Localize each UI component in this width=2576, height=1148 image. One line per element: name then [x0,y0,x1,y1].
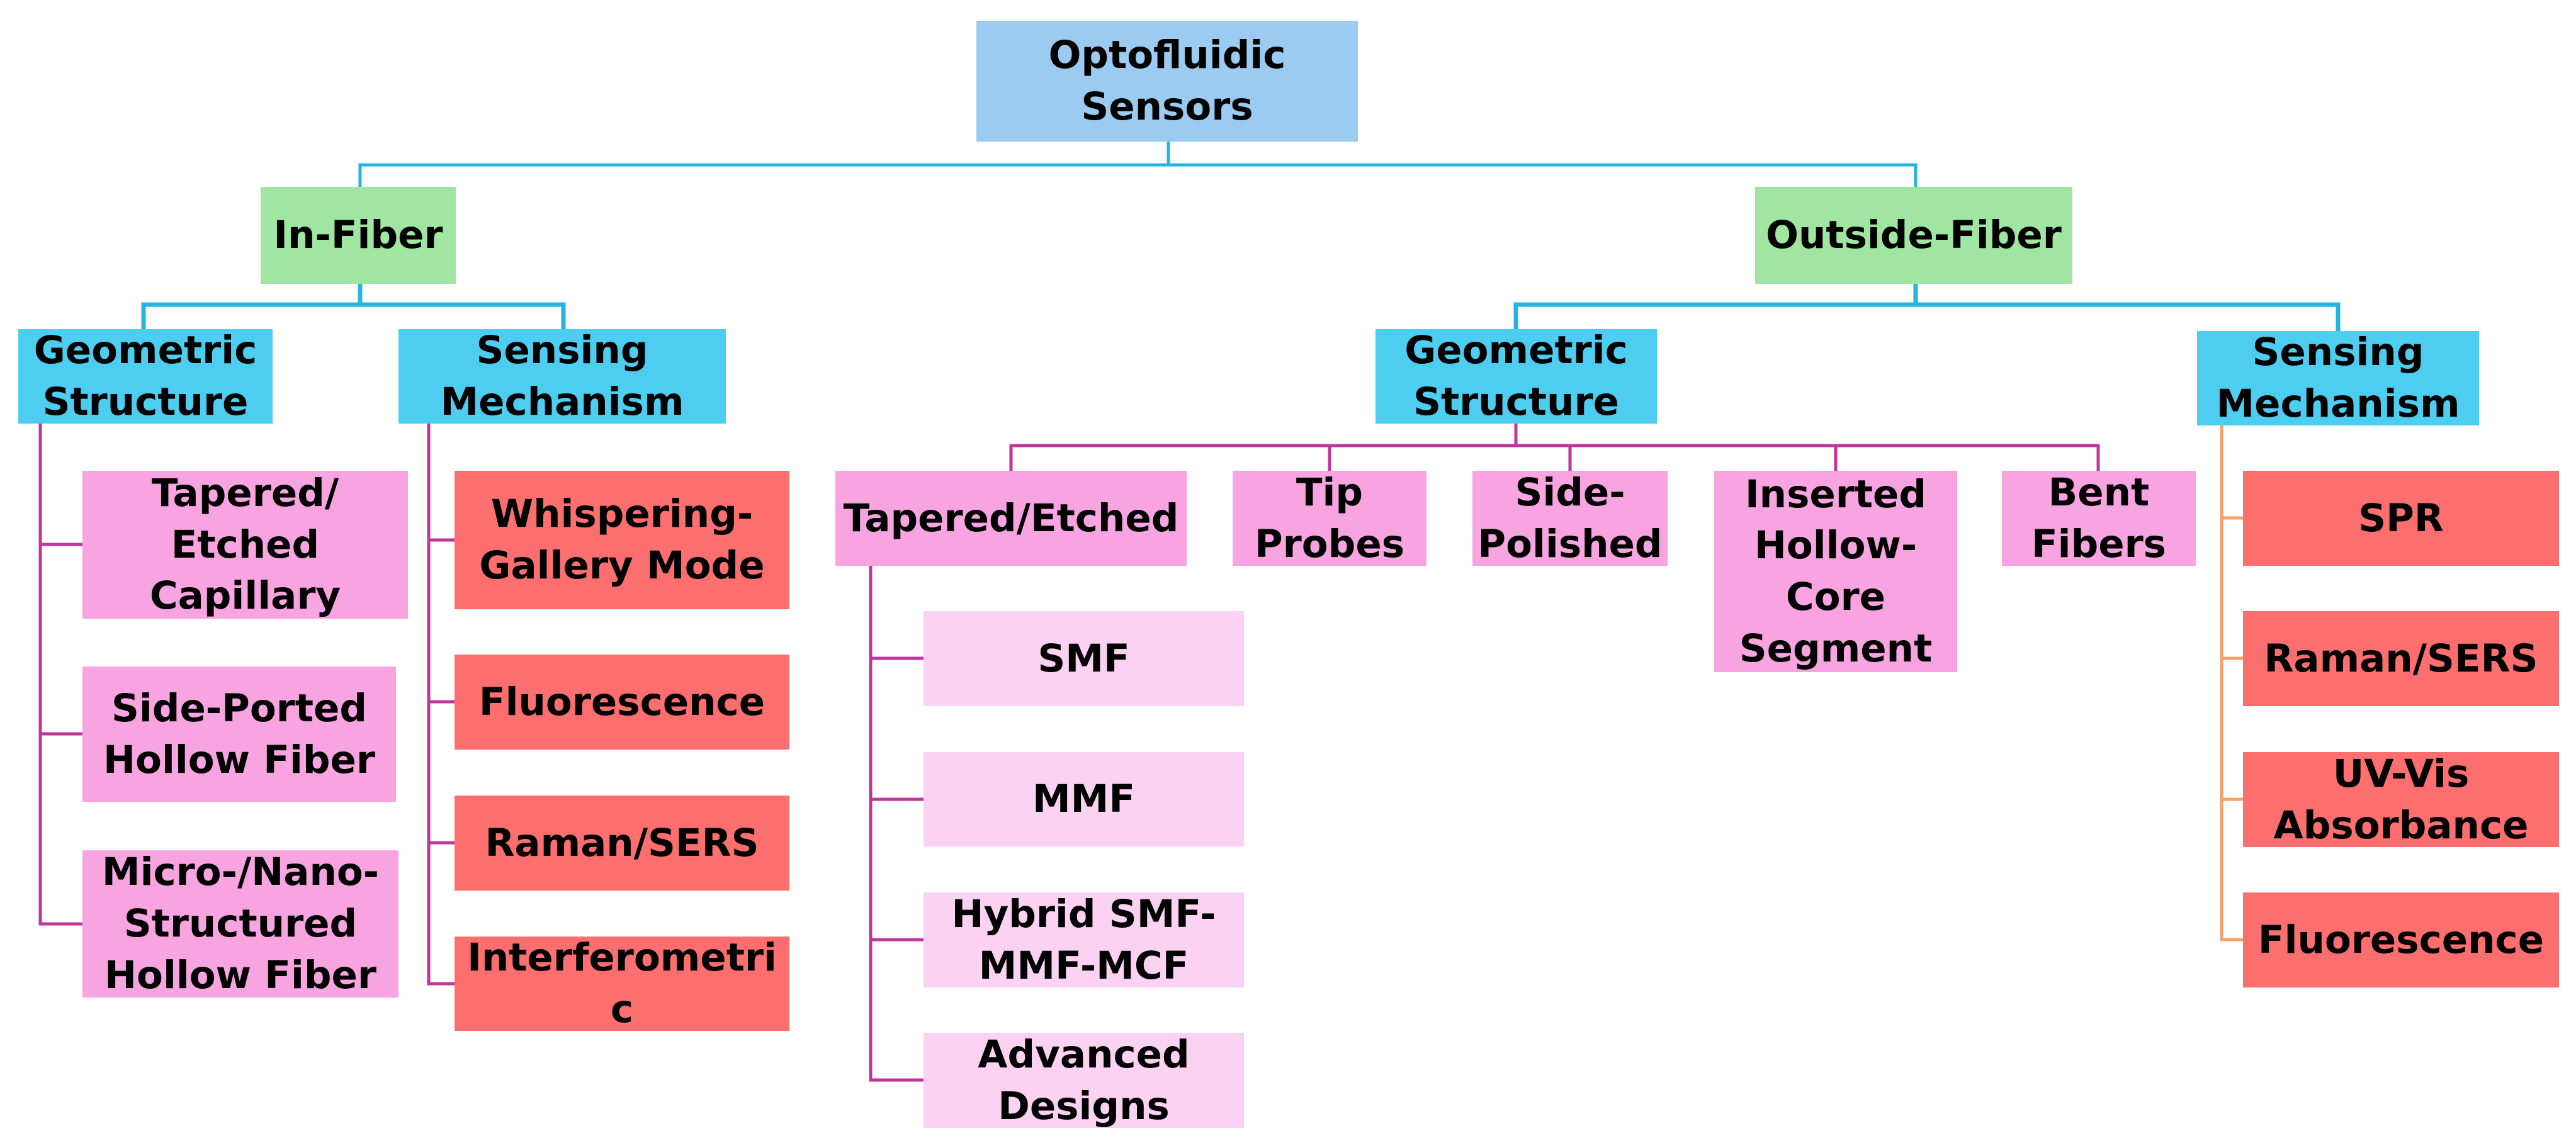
node-side-polished: Side- Polished [1472,470,1668,566]
node-outside-fiber: Outside-Fiber [1755,187,2072,284]
node-tapered-etched: Tapered/Etched [835,471,1187,566]
node-tip-probes: Tip Probes [1233,470,1426,566]
node-in-fiber-sensing-mechanism: Sensing Mechanism [398,328,726,424]
node-smf: SMF [924,611,1244,706]
node-optofluidic-sensors: Optofluidic Sensors [976,21,1358,142]
node-tapered-etched-capillary: Tapered/ Etched Capillary [82,471,408,619]
node-advanced-designs: Advanced Designs [924,1032,1244,1128]
node-interferometric: Interferometri c [455,935,789,1032]
node-side-ported-hollow-fiber: Side-Ported Hollow Fiber [82,667,396,802]
node-in-fiber-geometric-structure: Geometric Structure [18,328,273,424]
node-spr: SPR [2243,471,2559,566]
node-inserted-hollow-core-segment: Inserted Hollow- Core Segment [1714,471,1957,672]
node-micro-nano-structured-hollow-fiber: Micro-/Nano- Structured Hollow Fiber [82,850,398,998]
node-outside-fiber-raman-sers: Raman/SERS [2243,611,2559,706]
node-hybrid-smf-mmf-mcf: Hybrid SMF- MMF-MCF [924,892,1244,988]
node-outside-fiber-geometric-structure: Geometric Structure [1376,328,1657,424]
node-in-fiber-fluorescence: Fluorescence [455,655,789,750]
node-mmf: MMF [924,752,1244,847]
node-whispering-gallery-mode: Whispering- Gallery Mode [455,471,789,609]
node-in-fiber: In-Fiber [261,187,456,284]
node-outside-fiber-fluorescence: Fluorescence [2243,892,2559,988]
node-uv-vis-absorbance: UV-Vis Absorbance [2243,751,2559,848]
node-outside-fiber-sensing-mechanism: Sensing Mechanism [2197,330,2479,426]
node-in-fiber-raman-sers: Raman/SERS [455,796,789,891]
node-bent-fibers: Bent Fibers [2002,470,2196,566]
